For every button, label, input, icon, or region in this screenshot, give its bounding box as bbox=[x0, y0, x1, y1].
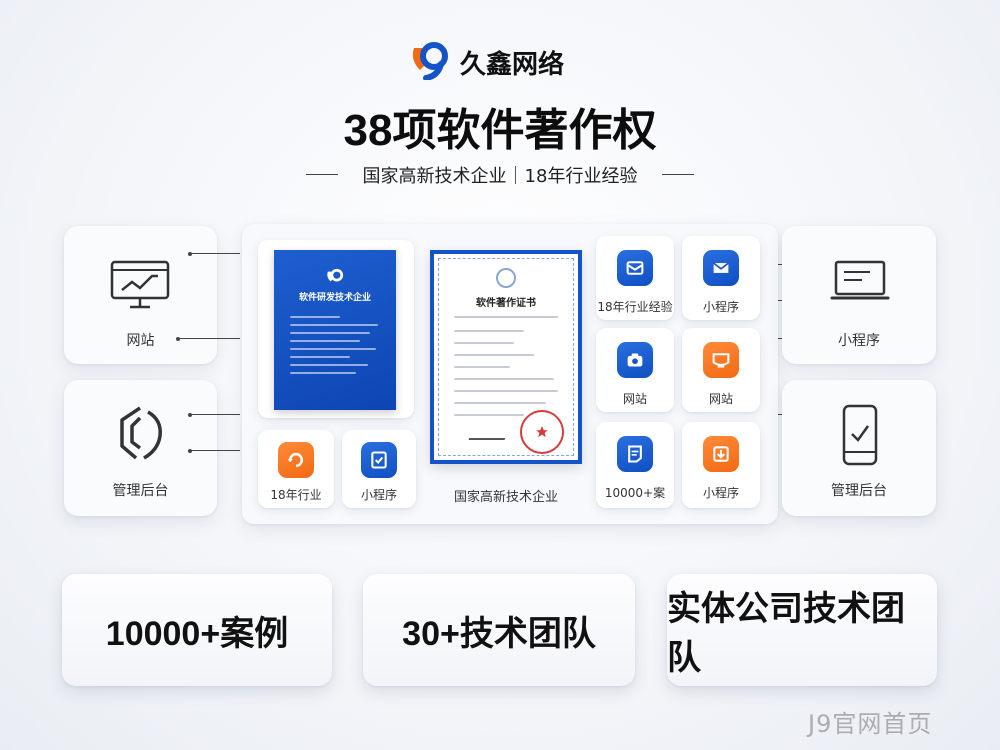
right-card-label: 小程序 bbox=[838, 333, 880, 349]
tile-website-2[interactable]: 网站 bbox=[682, 328, 760, 412]
tile-miniprogram[interactable]: 小程序 bbox=[342, 430, 416, 508]
download-box-icon bbox=[703, 436, 739, 472]
blue-doc-title: 软件研发技术企业 bbox=[298, 293, 371, 303]
screen-icon bbox=[703, 342, 739, 378]
left-card-admin[interactable]: 管理后台 bbox=[64, 380, 217, 516]
subheadline: 国家高新技术企业｜18年行业经验 bbox=[362, 166, 638, 187]
connector bbox=[176, 336, 240, 341]
watermark: J9官网首页 bbox=[808, 710, 933, 738]
tile-label: 18年行业经验 bbox=[597, 300, 673, 314]
left-card-website[interactable]: 网站 bbox=[64, 226, 217, 364]
stat-cases: 10000+案例 bbox=[62, 574, 332, 686]
cert-line bbox=[454, 390, 558, 392]
cert-title: 软件著作证书 bbox=[476, 298, 536, 309]
stat-company: 实体公司技术团队 bbox=[667, 574, 937, 686]
brand-logo-icon bbox=[327, 268, 344, 282]
center-caption: 国家高新技术企业 bbox=[453, 490, 558, 505]
mail-tray-icon bbox=[617, 250, 653, 286]
doc-line bbox=[290, 356, 350, 358]
cert-line bbox=[454, 378, 554, 380]
stat-team: 30+技术团队 bbox=[363, 574, 635, 686]
certificate[interactable]: 软件著作证书 bbox=[430, 250, 582, 464]
cert-line bbox=[454, 330, 524, 332]
doc-line bbox=[290, 324, 378, 326]
headline: 38项软件著作权 bbox=[343, 106, 657, 155]
doc-line bbox=[290, 332, 370, 334]
brand-logo-icon bbox=[412, 42, 448, 80]
doc-line bbox=[290, 340, 360, 342]
tile-label: 小程序 bbox=[702, 486, 739, 500]
divider-left bbox=[306, 174, 338, 175]
left-card-label: 网站 bbox=[126, 333, 155, 349]
refresh-icon bbox=[278, 442, 314, 478]
tile-miniprogram-3[interactable]: 小程序 bbox=[682, 422, 760, 508]
cert-line bbox=[454, 354, 534, 356]
hook-logo-icon bbox=[120, 406, 162, 460]
star-icon bbox=[536, 426, 548, 438]
red-seal bbox=[520, 410, 564, 454]
envelope-icon bbox=[703, 250, 739, 286]
cert-line bbox=[454, 366, 510, 368]
tile-label: 18年行业 bbox=[270, 488, 322, 502]
tile-experience[interactable]: 18年行业经验 bbox=[596, 236, 674, 320]
signature bbox=[468, 432, 508, 440]
doc-line bbox=[290, 348, 376, 350]
phone-check-icon bbox=[842, 404, 878, 466]
connector bbox=[188, 448, 240, 453]
divider-right bbox=[662, 174, 694, 175]
doc-line bbox=[290, 364, 368, 366]
tile-label: 网站 bbox=[708, 392, 733, 406]
cert-line bbox=[454, 402, 546, 404]
cert-line bbox=[454, 316, 558, 318]
tile-cases[interactable]: 10000+案 bbox=[596, 422, 674, 508]
right-card-miniprogram[interactable]: 小程序 bbox=[782, 226, 936, 364]
blue-doc-tile[interactable]: 软件研发技术企业 bbox=[258, 240, 414, 418]
laptop-window-icon bbox=[830, 260, 890, 300]
camera-icon bbox=[617, 342, 653, 378]
monitor-chart-icon bbox=[110, 260, 170, 309]
tile-website-1[interactable]: 网站 bbox=[596, 328, 674, 412]
tile-label: 10000+案 bbox=[604, 486, 666, 500]
left-card-label: 管理后台 bbox=[112, 483, 169, 499]
right-card-admin[interactable]: 管理后台 bbox=[782, 380, 936, 516]
cert-line bbox=[454, 342, 514, 344]
document-icon bbox=[617, 436, 653, 472]
center-panel: 软件研发技术企业 软件著作证书 国家高新技术企业 bbox=[242, 224, 778, 524]
doc-line bbox=[290, 372, 356, 374]
right-card-label: 管理后台 bbox=[831, 483, 887, 499]
connector bbox=[188, 412, 240, 417]
checkbox-icon bbox=[361, 442, 397, 478]
doc-line bbox=[290, 316, 340, 318]
certificate-inner-border bbox=[438, 258, 574, 456]
connector bbox=[188, 251, 240, 256]
tile-miniprogram-2[interactable]: 小程序 bbox=[682, 236, 760, 320]
tile-label: 小程序 bbox=[360, 488, 397, 502]
brand: 久鑫网络 bbox=[408, 38, 608, 82]
tile-18-years[interactable]: 18年行业 bbox=[258, 430, 334, 508]
blue-document: 软件研发技术企业 bbox=[274, 250, 396, 410]
cert-line bbox=[454, 414, 524, 416]
tile-label: 小程序 bbox=[702, 300, 739, 314]
cert-emblem bbox=[496, 268, 516, 288]
subheadline-row: 国家高新技术企业｜18年行业经验 bbox=[0, 162, 1000, 188]
brand-name: 久鑫网络 bbox=[460, 49, 565, 79]
tile-label: 网站 bbox=[622, 392, 647, 406]
